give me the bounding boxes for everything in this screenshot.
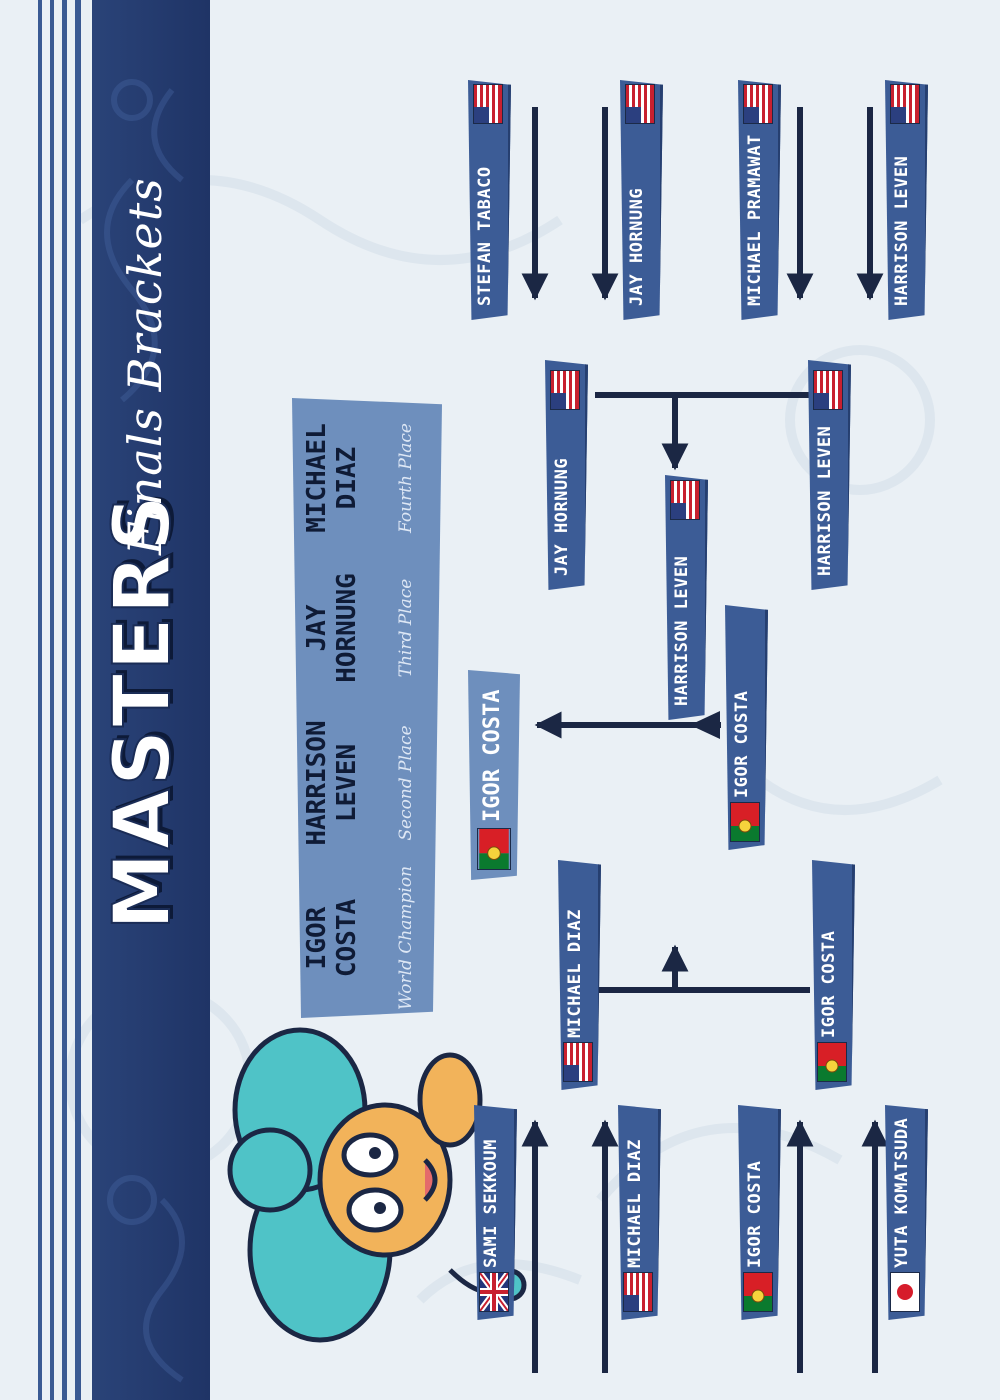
flag-usa [473,84,503,124]
flag-usa [813,370,843,410]
header-band [92,0,210,1400]
flag-usa [670,480,700,520]
flag-usa [743,84,773,124]
qf-right-1: STEFAN TABACO [468,80,511,320]
flag-usa [550,370,580,410]
qf-left-3: IGOR COSTA [738,1105,781,1320]
flag-uk [479,1272,509,1312]
semi-left-top: MICHAEL DIAZ [558,860,601,1090]
semi-right-bottom: HARRISON LEVEN [808,360,851,590]
band-pattern [104,79,185,1383]
flag-portugal [730,802,760,842]
qf-left-1: SAMI SEKKOUM [474,1105,517,1320]
qf-right-4: HARRISON LEVEN [885,80,928,320]
qf-left-4: YUTA KOMATSUDA [885,1105,928,1320]
semi-left-bottom: IGOR COSTA [812,860,855,1090]
flag-usa [890,84,920,124]
semi-right-top: JAY HORNUNG [545,360,588,590]
flag-portugal [477,828,511,870]
qf-left-2: MICHAEL DIAZ [618,1105,661,1320]
flag-japan [890,1272,920,1312]
flag-usa [563,1042,593,1082]
qf-right-3: MICHAEL PRAMAWAT [738,80,781,320]
final-left: IGOR COSTA [725,605,768,850]
champion-box: IGOR COSTA [468,670,520,880]
flag-portugal [743,1272,773,1312]
champion-name: IGOR COSTA [480,689,505,822]
final-right: HARRISON LEVEN [665,475,708,720]
flag-portugal [817,1042,847,1082]
mascot-character [227,1027,527,1343]
arrow-up-icon [690,711,720,739]
flag-usa [623,1272,653,1312]
flag-usa [625,84,655,124]
qf-right-2: JAY HORNUNG [620,80,663,320]
